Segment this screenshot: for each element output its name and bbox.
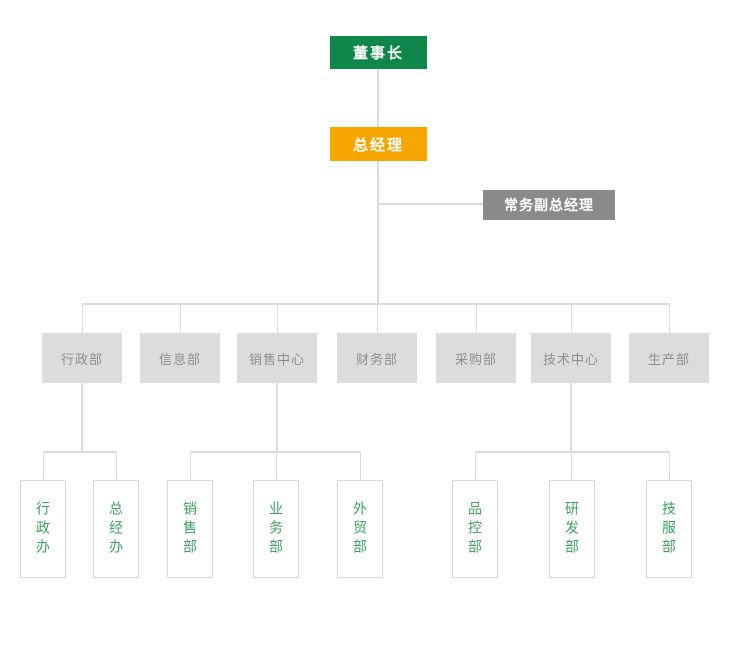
office-label: 品控部 bbox=[467, 500, 483, 558]
connector-admin-stem bbox=[81, 383, 83, 452]
connector-sales-stem bbox=[276, 383, 278, 452]
connector-stub-office-2 bbox=[116, 452, 117, 480]
connector-stub-dept-5 bbox=[476, 303, 477, 333]
connector-deputy-branch bbox=[378, 203, 483, 205]
node-department-shengchanbu: 生产部 bbox=[629, 333, 709, 383]
connector-tech-bus bbox=[475, 451, 670, 453]
office-label: 外贸部 bbox=[352, 500, 368, 558]
office-label: 研发部 bbox=[564, 500, 580, 558]
node-office-yanfabu: 研发部 bbox=[549, 480, 595, 578]
node-office-waimaobu: 外贸部 bbox=[337, 480, 383, 578]
office-label: 业务部 bbox=[268, 500, 284, 558]
node-department-caiwubu: 财务部 bbox=[337, 333, 417, 383]
connector-stub-dept-7 bbox=[669, 303, 670, 333]
connector-stub-office-8 bbox=[669, 452, 670, 480]
connector-stub-office-4 bbox=[276, 452, 277, 480]
node-department-xinxibu: 信息部 bbox=[140, 333, 220, 383]
office-label: 总经办 bbox=[108, 500, 124, 558]
connector-stub-dept-2 bbox=[180, 303, 181, 333]
connector-gm-main-stem bbox=[377, 161, 379, 304]
connector-stub-office-1 bbox=[43, 452, 44, 480]
office-label: 行政办 bbox=[35, 500, 51, 558]
node-office-jifubu: 技服部 bbox=[646, 480, 692, 578]
node-department-xingzhengbu: 行政部 bbox=[42, 333, 122, 383]
connector-tech-stem bbox=[570, 383, 572, 452]
connector-stub-dept-4 bbox=[377, 303, 378, 333]
node-office-xingzhengban: 行政办 bbox=[20, 480, 66, 578]
node-deputy-general-manager: 常务副总经理 bbox=[483, 190, 615, 220]
connector-sales-bus bbox=[190, 451, 361, 453]
connector-stub-dept-1 bbox=[82, 303, 83, 333]
node-department-jishuzhongxin: 技术中心 bbox=[531, 333, 611, 383]
node-office-yewubu: 业务部 bbox=[253, 480, 299, 578]
node-chairman: 董事长 bbox=[330, 36, 427, 69]
connector-stub-office-5 bbox=[360, 452, 361, 480]
node-office-zongjingban: 总经办 bbox=[93, 480, 139, 578]
connector-stub-dept-6 bbox=[571, 303, 572, 333]
connector-stub-dept-3 bbox=[277, 303, 278, 333]
connector-stub-office-7 bbox=[571, 452, 572, 480]
connector-stub-office-6 bbox=[475, 452, 476, 480]
connector-main-bus bbox=[82, 303, 670, 305]
office-label: 销售部 bbox=[182, 500, 198, 558]
node-office-pinkongbu: 品控部 bbox=[452, 480, 498, 578]
connector-admin-bus bbox=[43, 451, 117, 453]
node-office-xiaoshoubu: 销售部 bbox=[167, 480, 213, 578]
office-label: 技服部 bbox=[661, 500, 677, 558]
connector-stub-office-3 bbox=[190, 452, 191, 480]
node-department-caigoubu: 采购部 bbox=[436, 333, 516, 383]
node-department-xiaoshouzhongxin: 销售中心 bbox=[237, 333, 317, 383]
connector-chairman-gm bbox=[377, 69, 379, 127]
node-general-manager: 总经理 bbox=[330, 127, 427, 161]
